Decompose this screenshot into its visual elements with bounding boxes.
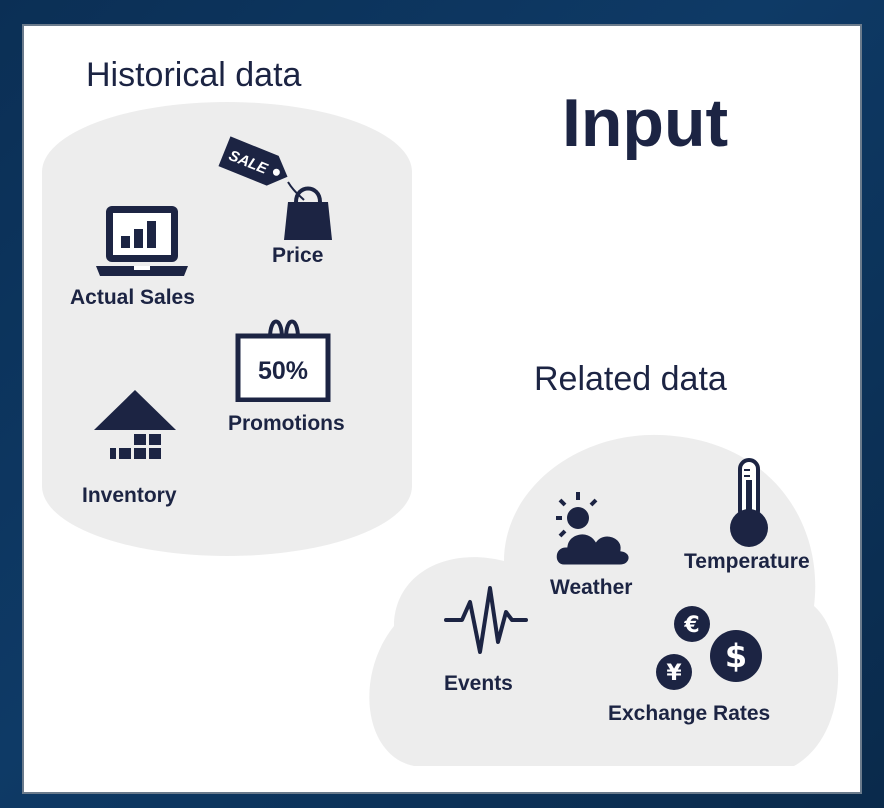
actual-sales-label: Actual Sales xyxy=(70,286,195,309)
inventory-label: Inventory xyxy=(82,484,177,507)
promotion-bag-icon: 50% xyxy=(235,319,331,402)
sale-tag-bag-icon: SALE xyxy=(218,136,332,240)
laptop-chart-icon xyxy=(96,206,188,276)
promotion-badge-text: 50% xyxy=(258,357,308,385)
dollar-symbol: $ xyxy=(725,637,747,675)
events-label: Events xyxy=(444,672,513,695)
price-label: Price xyxy=(272,244,324,267)
related-data-title: Related data xyxy=(534,360,727,398)
yen-symbol: ¥ xyxy=(666,661,682,686)
diagram-panel: Historical data Input Related data Actua… xyxy=(22,24,862,794)
thermometer-icon xyxy=(730,458,768,547)
currency-coins-icon: € ¥ $ xyxy=(656,606,762,690)
weather-sun-cloud-icon xyxy=(553,492,632,568)
promotions-label: Promotions xyxy=(228,412,345,435)
euro-symbol: € xyxy=(683,613,699,638)
pulse-wave-icon xyxy=(444,586,528,654)
input-title: Input xyxy=(562,85,729,161)
historical-data-title: Historical data xyxy=(86,56,302,94)
warehouse-icon xyxy=(94,390,176,459)
historical-data-database xyxy=(42,102,412,556)
related-data-cloud xyxy=(369,434,839,766)
temperature-label: Temperature xyxy=(684,550,810,573)
weather-label: Weather xyxy=(550,576,633,599)
exchange-rates-label: Exchange Rates xyxy=(608,702,771,725)
